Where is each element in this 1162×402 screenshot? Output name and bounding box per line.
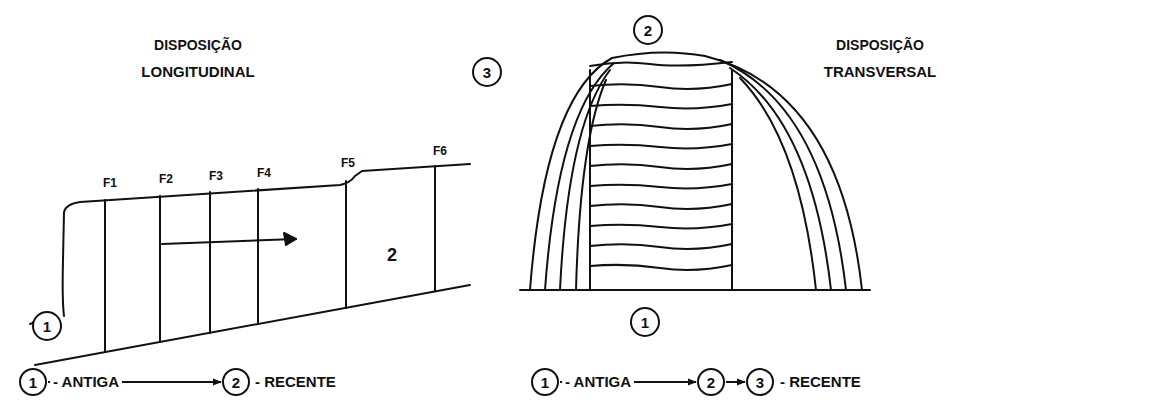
outer-layer (545, 63, 614, 290)
panel-title: LONGITUDINAL (141, 64, 254, 81)
circle-number: 2 (644, 23, 652, 38)
bottom-profile (35, 285, 470, 365)
circled-number: 1 (630, 307, 660, 337)
circle-number: 2 (232, 375, 240, 390)
section-line (159, 196, 161, 342)
outer-layer (530, 52, 862, 290)
section-line (434, 166, 436, 291)
circled-number: 1 (531, 368, 559, 396)
layer-line (590, 164, 732, 169)
outer-layer (730, 68, 831, 290)
section-label: F3 (209, 170, 223, 183)
outer-layer (720, 60, 846, 290)
circled-number: 1 (32, 311, 62, 341)
top-profile (63, 164, 470, 316)
layer-line (590, 265, 732, 270)
section-line (257, 189, 259, 324)
circle-number: 1 (29, 375, 37, 390)
sequence-arrow (726, 381, 745, 383)
circled-number: 2 (633, 15, 663, 45)
circle-number: 1 (43, 319, 51, 334)
section-label: F4 (257, 167, 271, 180)
stack-side (590, 70, 732, 290)
zone-number: 2 (387, 246, 397, 266)
circled-number: 3 (746, 368, 774, 396)
layer-line (590, 244, 732, 249)
circle-number: 3 (483, 65, 491, 80)
circle-number: 1 (541, 375, 549, 390)
panel-title: DISPOSIÇÃO (836, 38, 924, 53)
circled-number: 2 (222, 368, 250, 396)
circled-number: 3 (472, 57, 502, 87)
section-label: F6 (433, 145, 447, 158)
circled-number: 1 (19, 368, 47, 396)
section-label: F1 (103, 177, 117, 190)
direction-arrow (162, 239, 296, 244)
layer-line (590, 224, 732, 228)
layer-line (590, 104, 732, 108)
circle-number: 1 (641, 315, 649, 330)
section-label: F5 (341, 157, 355, 170)
layer-line (590, 184, 732, 188)
layer-line (590, 124, 732, 129)
base-line (520, 289, 870, 291)
legend-text: - ANTIGA (562, 374, 634, 391)
layer-line (590, 204, 732, 209)
panel-title: DISPOSIÇÃO (154, 38, 242, 53)
section-line (104, 200, 106, 352)
section-line (345, 181, 347, 308)
section-label: F2 (159, 173, 173, 186)
outer-layer (560, 70, 610, 290)
circled-number: 2 (697, 368, 725, 396)
legend-text: - RECENTE (777, 374, 864, 391)
legend-text: - ANTIGA (50, 374, 122, 391)
circle-number: 2 (707, 375, 715, 390)
arrow-head (284, 233, 296, 245)
layer-line (590, 84, 732, 89)
section-line (209, 192, 211, 333)
layer-line (590, 144, 732, 148)
circle-number: 3 (756, 375, 764, 390)
panel-title: TRANSVERSAL (824, 64, 937, 81)
legend-text: - RECENTE (252, 374, 339, 391)
